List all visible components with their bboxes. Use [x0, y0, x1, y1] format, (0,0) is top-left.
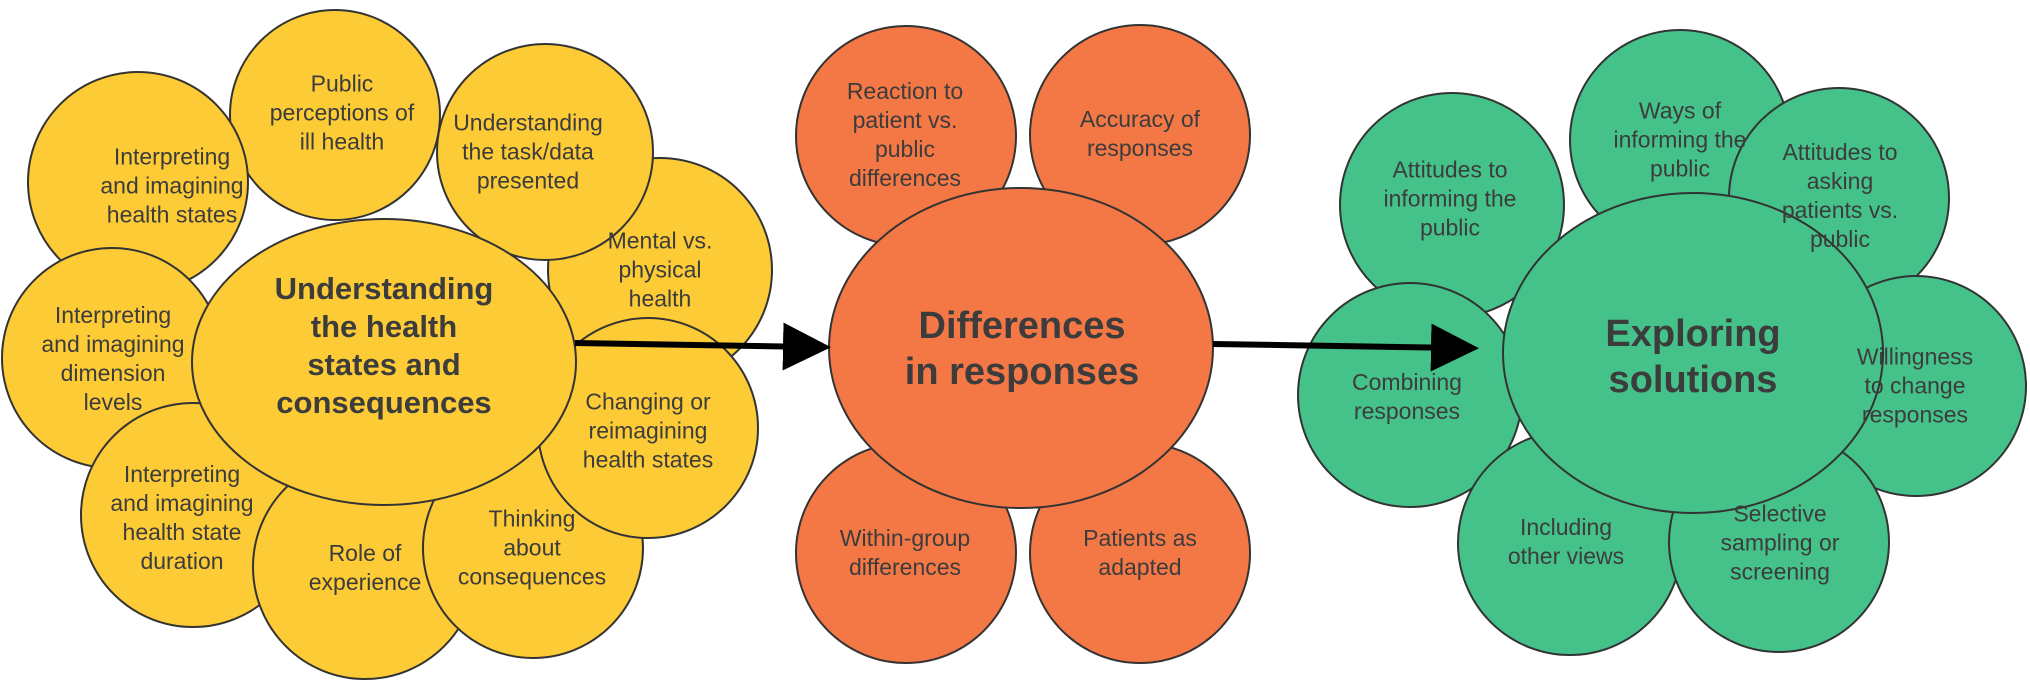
label-role-experience: Role of experience — [308, 540, 422, 595]
label-ways-informing: Ways of informing the public — [1613, 97, 1747, 182]
label-selective-sampling: Selective sampling or screening — [1720, 500, 1840, 585]
label-accuracy: Accuracy of responses — [1079, 106, 1201, 161]
label-understanding-task-data: Understanding the task/data presented — [453, 109, 603, 194]
arrow-differences-to-solutions — [1212, 323, 1479, 372]
label-including-views: Including other views — [1507, 514, 1625, 569]
label-reaction-differences: Reaction to patient vs. public differenc… — [846, 78, 964, 191]
label-attitudes-asking: Attitudes to asking patients vs. public — [1781, 139, 1899, 252]
petal-understanding-task-data — [436, 43, 654, 261]
label-center-understanding: Understanding the health states and cons… — [274, 271, 494, 420]
label-public-perceptions: Public perceptions of ill health — [269, 70, 415, 155]
center-solutions — [1502, 192, 1884, 514]
label-patients-adapted: Patients as adapted — [1083, 525, 1197, 580]
label-thinking-consequences: Thinking about consequences — [457, 505, 607, 590]
label-combining: Combining responses — [1352, 369, 1462, 424]
label-center-differences: Differences in responses — [904, 305, 1140, 393]
label-within-group: Within-group differences — [839, 525, 971, 580]
label-state-duration: Interpreting and imagining health state … — [110, 461, 254, 574]
center-understanding — [191, 218, 577, 506]
label-mental-physical: Mental vs. physical health — [607, 227, 713, 312]
label-attitudes-informing: Attitudes to informing the public — [1383, 156, 1517, 241]
label-interpreting-health-states: Interpreting and imagining health states — [100, 143, 244, 228]
label-changing-states: Changing or reimagining health states — [582, 388, 714, 473]
label-center-solutions: Exploring solutions — [1605, 313, 1781, 401]
arrow-understanding-to-differences — [574, 322, 831, 371]
label-dimension-levels: Interpreting and imagining dimension lev… — [41, 302, 185, 415]
label-willingness: Willingness to change responses — [1856, 343, 1974, 428]
petal-public-perceptions — [229, 9, 441, 221]
